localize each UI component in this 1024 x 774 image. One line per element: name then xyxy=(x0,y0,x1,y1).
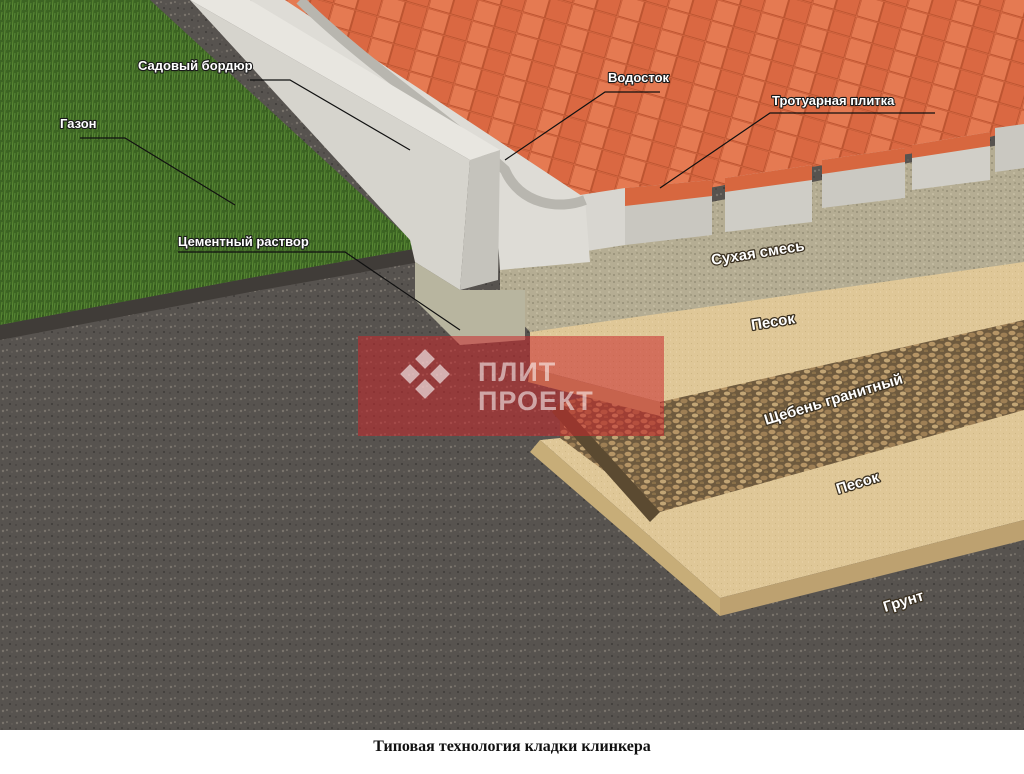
lawn-soil-edge xyxy=(0,248,420,340)
gravel-layer xyxy=(560,316,1024,512)
paving-tile-surface xyxy=(265,0,1024,205)
leader-lines xyxy=(80,79,935,331)
label-garden-curb: Садовый бордюр xyxy=(138,58,253,73)
garden-curb-side xyxy=(190,0,470,290)
tile-edge-blocks xyxy=(580,124,1024,252)
paving-cross-section-illustration: Садовый бордюр Водосток Тротуарная плитк… xyxy=(0,0,1024,730)
drain-channel xyxy=(250,0,590,270)
lawn-area xyxy=(0,0,420,325)
garden-curb-front xyxy=(460,150,500,290)
watermark-logo: ПЛИТ ПРОЕКТ xyxy=(358,336,664,436)
label-cement-mortar: Цементный раствор xyxy=(178,234,309,249)
sand-layer-bottom-side xyxy=(530,440,720,616)
cement-mortar-base xyxy=(415,262,525,345)
watermark-line-1: ПЛИТ xyxy=(478,357,556,387)
label-paving-tile: Тротуарная плитка xyxy=(772,93,895,108)
garden-curb-top xyxy=(190,0,500,160)
watermark-diamond-icon xyxy=(400,349,450,399)
figure-caption: Типовая технология кладки клинкера xyxy=(373,738,651,755)
label-drain: Водосток xyxy=(608,70,670,85)
sand-layer-bottom-front xyxy=(720,520,1024,616)
watermark-line-2: ПРОЕКТ xyxy=(478,386,594,416)
label-lawn: Газон xyxy=(60,116,97,131)
